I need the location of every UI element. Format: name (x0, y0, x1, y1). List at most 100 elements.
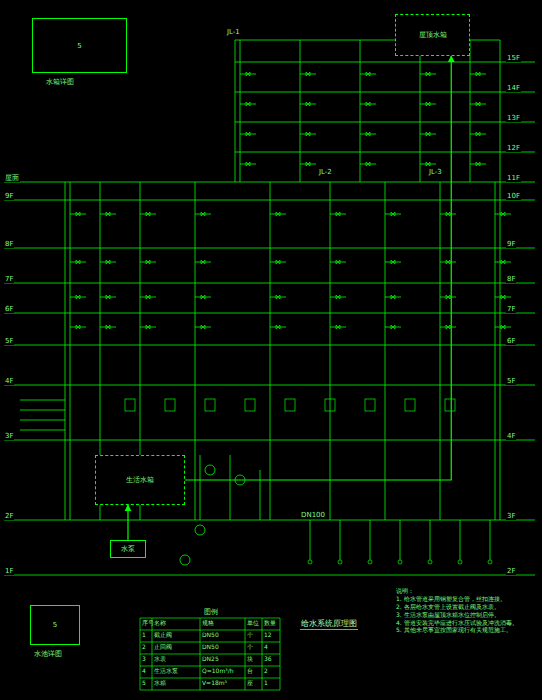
floor-label: 7F (4, 275, 14, 283)
floor-label: DN100 (300, 511, 326, 519)
meter-symbol (245, 399, 255, 411)
valve-symbol (360, 132, 376, 136)
valve-symbol (420, 72, 436, 76)
pipe-connector (127, 505, 128, 540)
pipe-line (20, 420, 65, 421)
table-cell: DN50 (201, 644, 220, 651)
pipe-line (460, 520, 461, 560)
table-cell: 5 (141, 680, 147, 687)
floor-label: 1F (4, 567, 14, 575)
pipe-line (70, 182, 71, 520)
table-cell: 水箱 (153, 680, 167, 687)
table-cell: 台 (246, 668, 254, 675)
valve-symbol (100, 212, 116, 216)
pipe-line (4, 283, 535, 284)
meter-symbol (445, 399, 455, 411)
table-cell: 12 (263, 632, 273, 639)
valve-symbol (270, 325, 286, 329)
pipe-line (490, 520, 491, 560)
pipe-line (400, 520, 401, 560)
pipe-line (260, 470, 261, 520)
valve-symbol (330, 212, 346, 216)
meter-symbol (365, 399, 375, 411)
valve-symbol (330, 260, 346, 264)
meter-symbol (285, 399, 295, 411)
pipe-line (235, 62, 535, 63)
floor-label: 8F (4, 240, 14, 248)
table-cell: 个 (246, 632, 254, 639)
table-grid (140, 642, 280, 643)
floor-label: 5F (4, 337, 14, 345)
pipe-line (20, 400, 65, 401)
valve-symbol (195, 212, 211, 216)
valve-symbol (100, 295, 116, 299)
pipe-line (300, 40, 301, 182)
pipe-line (65, 182, 66, 520)
pipe-line (235, 92, 535, 93)
floor-label: 11F (506, 174, 521, 182)
pipe-connector (185, 56, 451, 480)
pipe-line (235, 40, 236, 182)
valve-symbol (300, 72, 316, 76)
valve-symbol (495, 260, 511, 264)
valve-symbol (440, 260, 456, 264)
pipe-line (200, 455, 201, 520)
table-grid (140, 654, 280, 655)
floor-label: 水箱详图 (45, 78, 75, 86)
note-text: 说明： (395, 588, 537, 595)
pipe-line (4, 248, 535, 249)
valve-symbol (385, 295, 401, 299)
pipe-line (195, 182, 196, 520)
valve-symbol (385, 212, 401, 216)
meter-symbol (325, 399, 335, 411)
node-label: 5 (53, 621, 57, 629)
detail-box: 5 (32, 18, 127, 73)
valve-symbol (140, 212, 156, 216)
pipe-line (4, 345, 535, 346)
drawing-title: 给水系统原理图 (300, 618, 358, 630)
floor-label: 6F (506, 337, 516, 345)
valve-symbol (360, 72, 376, 76)
outlet-symbol (428, 560, 432, 564)
table-cell: 止回阀 (153, 644, 173, 651)
floor-label: 4F (4, 377, 14, 385)
outlet-symbol (338, 560, 342, 564)
note-text: 4. 管道安装完毕应进行水压试验及冲洗消毒。 (395, 620, 537, 627)
table-grid (152, 618, 153, 690)
valve-symbol (420, 132, 436, 136)
table-grid (140, 678, 280, 679)
valve-symbol (140, 260, 156, 264)
meter-symbol (165, 399, 175, 411)
table-grid (262, 618, 263, 690)
pipe-line (240, 40, 241, 182)
tank-box: 生活水箱 (95, 455, 185, 505)
table-cell: 座 (246, 680, 254, 687)
valve-symbol (440, 325, 456, 329)
outlet-symbol (458, 560, 462, 564)
outlet-symbol (308, 560, 312, 564)
node-label: 屋顶水箱 (419, 30, 447, 40)
floor-label: 2F (506, 567, 516, 575)
table-cell: 个 (246, 644, 254, 651)
valve-symbol (240, 72, 256, 76)
note-text: 1. 给水管道采用钢塑复合管，丝扣连接。 (395, 596, 537, 603)
valve-symbol (300, 102, 316, 106)
table-cell: 3 (141, 656, 147, 663)
valve-symbol (240, 162, 256, 166)
floor-label: 10F (506, 192, 521, 200)
floor-label: 图例 (203, 608, 219, 616)
valve-symbol (330, 295, 346, 299)
valve-symbol (70, 295, 86, 299)
valve-symbol (100, 260, 116, 264)
valve-symbol (440, 295, 456, 299)
pipe-line (360, 40, 361, 182)
pipe-line (20, 430, 65, 431)
valve-symbol (195, 325, 211, 329)
table-cell: 单位 (246, 620, 260, 627)
table-cell: 规格 (201, 620, 215, 627)
pipe-line (20, 410, 65, 411)
table-grid (140, 618, 141, 690)
floor-label: 9F (506, 240, 516, 248)
table-cell: Q=10m³/h (201, 668, 234, 675)
pump-symbol (195, 525, 205, 535)
